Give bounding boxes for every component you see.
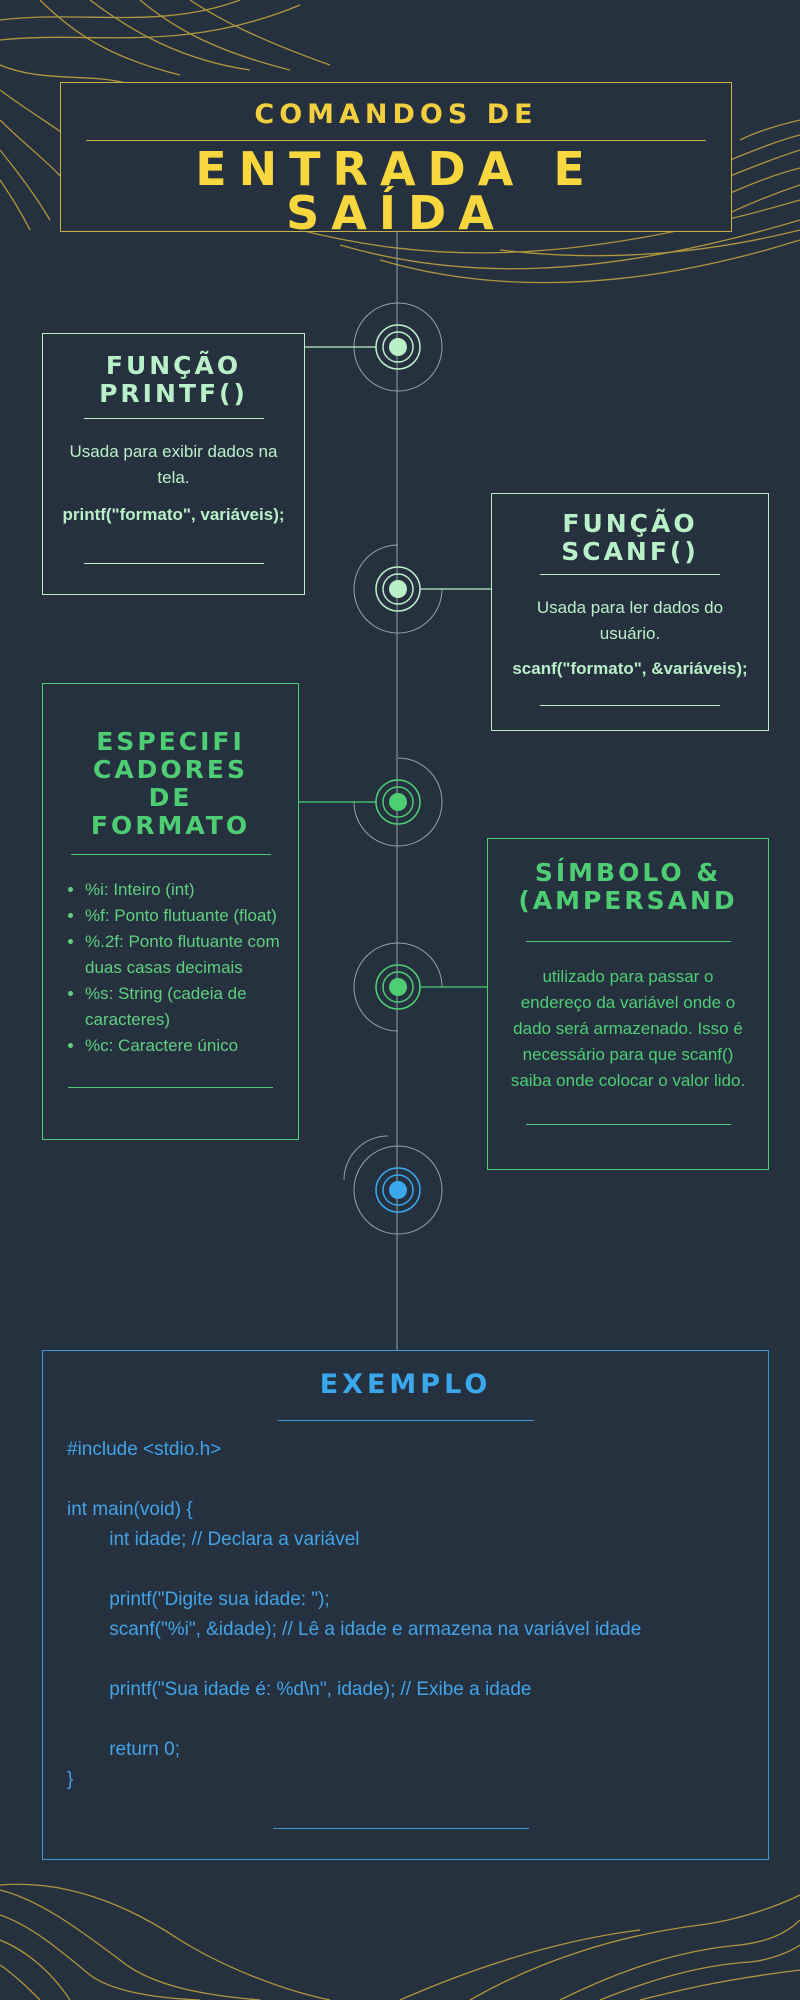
ampersand-title-line-1: SÍMBOLO & bbox=[534, 858, 722, 887]
ampersand-bottom-rule bbox=[525, 1124, 731, 1125]
code-line bbox=[67, 1645, 641, 1675]
printf-description: Usada para exibir dados na tela. bbox=[69, 442, 278, 487]
scanf-divider bbox=[540, 574, 720, 575]
example-panel: EXEMPLO #include <stdio.h> int main(void… bbox=[42, 1350, 769, 1860]
printf-syntax: printf("formato", variáveis); bbox=[62, 505, 285, 524]
specifiers-divider bbox=[70, 854, 271, 855]
code-line: scanf("%i", &idade); // Lê a idade e arm… bbox=[67, 1619, 642, 1640]
title-banner: COMANDOS DE ENTRADA E SAÍDA bbox=[60, 82, 732, 240]
specifiers-title-line-4: FORMATO bbox=[90, 811, 251, 840]
scanf-title-line-1: FUNÇÃO bbox=[562, 509, 698, 538]
code-line: int idade; // Declara a variável bbox=[67, 1529, 360, 1550]
list-item: %s: String (cadeia de caracteres) bbox=[85, 981, 298, 1033]
scanf-description: Usada para ler dados do usuário. bbox=[536, 598, 724, 643]
timeline-node-5 bbox=[343, 1135, 443, 1235]
title-line-1: COMANDOS DE bbox=[254, 99, 538, 130]
ampersand-description: utilizado para passar o endereço da vari… bbox=[510, 967, 746, 1090]
code-line bbox=[67, 1705, 641, 1735]
example-title: EXEMPLO bbox=[319, 1369, 492, 1400]
specifiers-card: ESPECIFI CADORES DE FORMATO %i: Inteiro … bbox=[42, 683, 299, 1140]
code-block: #include <stdio.h> int main(void) { int … bbox=[67, 1435, 641, 1795]
list-item: %.2f: Ponto flutuante com duas casas dec… bbox=[85, 929, 298, 981]
ampersand-card: SÍMBOLO & (AMPERSAND utilizado para pass… bbox=[487, 838, 769, 1170]
scanf-title-line-2: SCANF() bbox=[561, 537, 699, 566]
list-item: %i: Inteiro (int) bbox=[85, 877, 298, 903]
example-divider bbox=[277, 1420, 534, 1421]
list-item: %c: Caractere único bbox=[85, 1033, 298, 1059]
ampersand-title-line-2: (AMPERSAND bbox=[518, 887, 738, 915]
code-line: printf("Digite sua idade: "); bbox=[67, 1589, 330, 1610]
code-line bbox=[67, 1555, 641, 1585]
printf-card: FUNÇÃO PRINTF() Usada para exibir dados … bbox=[42, 333, 305, 595]
printf-bottom-rule bbox=[83, 563, 264, 564]
specifiers-bottom-rule bbox=[68, 1087, 273, 1088]
timeline-node-4 bbox=[353, 942, 508, 1032]
scanf-syntax: scanf("formato", &variáveis); bbox=[512, 659, 748, 678]
title-line-3: SAÍDA bbox=[286, 186, 506, 240]
printf-divider bbox=[83, 418, 264, 419]
code-line: return 0; bbox=[67, 1739, 180, 1760]
scanf-bottom-rule bbox=[540, 705, 720, 706]
title-line-2: ENTRADA E bbox=[195, 142, 597, 196]
code-line: } bbox=[67, 1769, 74, 1790]
specifiers-title-line-3: DE bbox=[148, 783, 193, 812]
printf-title-line-2: PRINTF() bbox=[99, 379, 248, 408]
scanf-card: FUNÇÃO SCANF() Usada para ler dados do u… bbox=[491, 493, 769, 731]
timeline-node-1 bbox=[285, 302, 443, 392]
code-line: int main(void) { bbox=[67, 1499, 193, 1520]
code-line: printf("Sua idade é: %d\n", idade); // E… bbox=[67, 1679, 532, 1700]
printf-title-line-1: FUNÇÃO bbox=[105, 351, 242, 380]
timeline-node-2 bbox=[353, 544, 505, 634]
code-line bbox=[67, 1465, 641, 1495]
code-line: #include <stdio.h> bbox=[67, 1439, 222, 1460]
specifiers-title-line-2: CADORES bbox=[92, 755, 249, 784]
timeline-node-3 bbox=[277, 757, 443, 847]
ampersand-divider bbox=[525, 941, 731, 942]
title-divider bbox=[86, 140, 706, 141]
list-item: %f: Ponto flutuante (float) bbox=[85, 903, 298, 929]
specifiers-title-line-1: ESPECIFI bbox=[96, 727, 245, 756]
specifiers-list: %i: Inteiro (int) %f: Ponto flutuante (f… bbox=[43, 877, 298, 1059]
example-bottom-rule bbox=[273, 1828, 529, 1829]
